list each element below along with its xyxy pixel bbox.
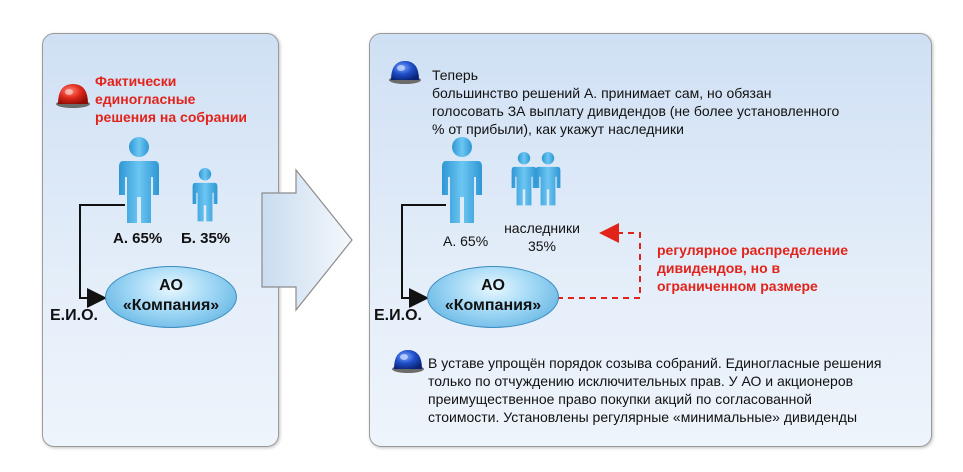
arrow-right-icon [261, 168, 353, 312]
bottom-note-line: В уставе упрощён порядок созыва собраний… [428, 355, 882, 371]
right-note-line: Теперь [432, 67, 478, 83]
person-b-label: Б. 35% [181, 230, 231, 247]
person-icon [511, 152, 537, 206]
person-icon [442, 137, 482, 223]
company-node: АО «Компания» [427, 266, 559, 328]
company-line2: «Компания» [122, 297, 220, 314]
person-icon [535, 152, 561, 206]
eio-label: Е.И.О. [50, 307, 98, 324]
dividend-arrow [557, 223, 641, 299]
company-line2: «Компания» [444, 297, 542, 314]
heirs-label: наследники 35% [502, 219, 582, 255]
dividend-note-line: ограниченном размере [657, 278, 818, 294]
person-icon [192, 168, 218, 222]
right-panel [369, 33, 932, 447]
company-line1: АО [481, 277, 505, 294]
connector-line [401, 204, 446, 308]
dividend-note-line: регулярное распределение [657, 242, 849, 258]
right-note-line: большинство решений А. принимает сам, но… [432, 85, 772, 101]
siren-red-icon [56, 84, 90, 108]
eio-label: Е.И.О. [374, 307, 422, 324]
right-note-line: голосовать ЗА выплату дивидендов (не бол… [432, 103, 840, 119]
bottom-note-line: только по отчуждению исключительных прав… [428, 373, 854, 389]
left-note-line: Фактически [95, 73, 177, 89]
right-note-line: % от прибыли), как укажут наследники [432, 121, 684, 137]
heirs-label-line1: наследники [504, 220, 580, 236]
person-a-label: А. 65% [113, 230, 163, 247]
company-line1: АО [159, 277, 183, 294]
left-note: Фактически единогласные решения на собра… [95, 72, 247, 126]
siren-blue-icon [392, 350, 424, 373]
company-node: АО «Компания» [105, 266, 237, 328]
bottom-note-line: преимущественное право покупки акций по … [428, 391, 812, 407]
left-note-line: единогласные [95, 91, 196, 107]
heirs-label-line2: 35% [527, 238, 557, 254]
dividend-note-line: дивидендов, но в [657, 260, 781, 276]
dividend-note: регулярное распределение дивидендов, но … [657, 241, 848, 295]
bottom-note: В уставе упрощён порядок созыва собраний… [428, 354, 881, 426]
person-icon [119, 137, 159, 223]
connector-line [79, 204, 125, 308]
siren-blue-icon [389, 61, 421, 84]
left-note-line: решения на собрании [95, 109, 248, 125]
right-note: Теперь большинство решений А. принимает … [432, 66, 839, 138]
bottom-note-line: стоимости. Установлены регулярные «миним… [428, 409, 858, 425]
right-person-a-label: А. 65% [443, 233, 489, 249]
